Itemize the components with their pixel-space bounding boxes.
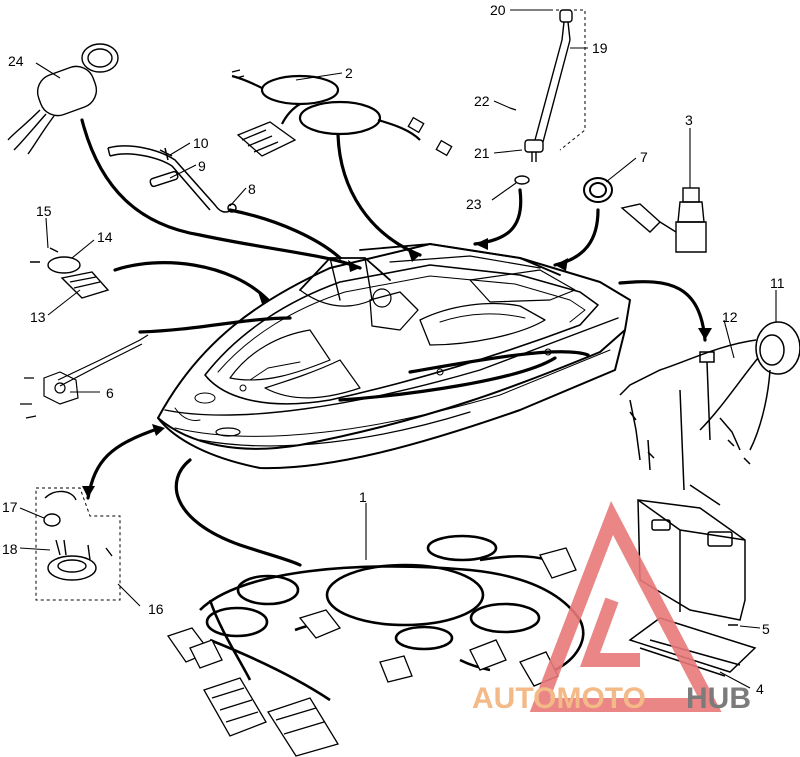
callout-9: 9	[198, 158, 206, 174]
part-2-connector	[231, 69, 453, 157]
leader-24	[80, 118, 362, 270]
callout-8: 8	[248, 181, 256, 197]
callout-18: 18	[2, 541, 18, 557]
callout-6: 6	[106, 385, 114, 401]
part-3-switch	[620, 187, 707, 253]
leader-6	[138, 316, 292, 334]
callout-12: 12	[722, 309, 738, 325]
callout-5: 5	[762, 621, 770, 637]
callout-leaders	[19, 9, 777, 689]
callout-22: 22	[474, 93, 490, 109]
leader-7	[553, 208, 600, 267]
leader-16	[86, 426, 162, 500]
callout-19: 19	[592, 40, 608, 56]
parts-8-9-10	[107, 145, 237, 213]
parts-11-12-gauge	[619, 321, 800, 491]
callout-13: 13	[30, 309, 46, 325]
arrowheads	[82, 238, 712, 498]
leader-23	[473, 188, 523, 246]
leader-1	[174, 458, 302, 567]
watermark-text-b: HUB	[686, 682, 751, 715]
part-6-cable	[20, 334, 149, 419]
callout-21: 21	[474, 145, 490, 161]
watermark: AUTOMOTO HUB	[472, 501, 751, 715]
boat-hull	[157, 243, 631, 470]
part-24-component	[7, 43, 119, 155]
callout-1: 1	[359, 489, 367, 505]
leader-right-a	[408, 350, 590, 374]
callout-15: 15	[36, 203, 52, 219]
callout-2: 2	[345, 65, 353, 81]
leader-13	[113, 261, 270, 302]
part-2-harness	[231, 74, 421, 141]
callout-4: 4	[756, 681, 764, 697]
callout-23: 23	[466, 196, 482, 212]
callout-3: 3	[685, 112, 693, 128]
part-7-grommet	[583, 177, 613, 203]
parts-19-23-rod	[509, 9, 586, 185]
callout-7: 7	[640, 149, 648, 165]
leader-8	[228, 208, 342, 260]
parts-13-14-15	[30, 247, 110, 299]
leader-right-b	[338, 356, 557, 402]
part-1-harness	[199, 534, 585, 702]
leader-12	[618, 280, 707, 342]
parts-4-5-battery	[628, 484, 757, 677]
callout-10: 10	[193, 135, 209, 151]
watermark-text-a: AUTOMOTO	[472, 682, 646, 715]
callout-numbers: 1 2 3 4 5 6 7 8 9 10 11 12 13 14 15 16 1…	[2, 2, 785, 697]
callout-11: 11	[770, 275, 785, 291]
parts-16-17-18	[35, 487, 121, 601]
callout-16: 16	[148, 601, 164, 617]
callout-24: 24	[8, 53, 24, 69]
callout-14: 14	[97, 229, 113, 245]
part-1-connectors	[166, 547, 577, 757]
watermark-logo-triangle	[529, 501, 722, 712]
leader-curves	[80, 118, 707, 567]
callout-20: 20	[490, 2, 506, 18]
leader-2	[336, 133, 422, 257]
callout-17: 17	[2, 499, 18, 515]
